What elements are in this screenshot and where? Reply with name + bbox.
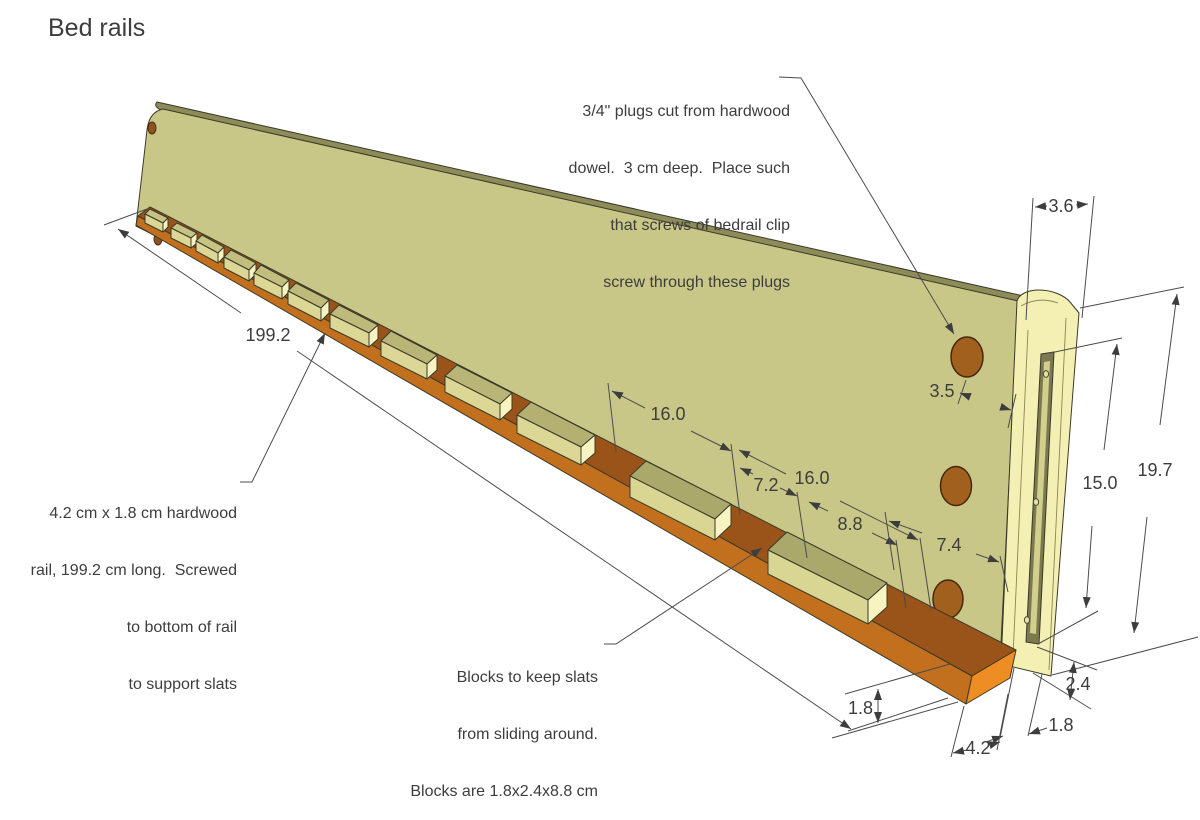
dim-plug-inset: 3.5	[929, 379, 1017, 429]
block	[195, 234, 225, 264]
svg-text:4.2: 4.2	[965, 738, 990, 758]
dim-rail-depth: 4.2	[950, 693, 1009, 758]
rail-annotation-line: to bottom of rail	[126, 619, 237, 636]
dim-block-spacing-b: 16.0	[738, 449, 932, 611]
plugs-annotation-line: that screws of bedrail clip	[610, 217, 790, 234]
page-title: Bed rails	[48, 14, 146, 42]
dim-slot-height: 15.0	[1037, 337, 1123, 645]
clip-slot-bottom	[1030, 361, 1050, 634]
svg-text:2.4: 2.4	[1065, 674, 1090, 694]
slot-screw-hole-middle	[1032, 498, 1040, 506]
svg-text:19.7: 19.7	[1137, 460, 1172, 480]
blocks-annotation-line: Blocks to keep slats	[456, 669, 598, 686]
svg-text:16.0: 16.0	[794, 468, 829, 488]
plug-middle	[939, 465, 973, 507]
svg-text:3.6: 3.6	[1048, 196, 1073, 216]
cap-edge-contour-right	[1048, 317, 1067, 671]
plug-far-top	[147, 121, 157, 135]
svg-text:3.5: 3.5	[929, 381, 954, 401]
rail-annotation: 4.2 cm x 1.8 cm hardwood rail, 199.2 cm …	[17, 466, 237, 713]
dimensions: 3.6 199.2 16.0 16.0 7.2	[103, 195, 1199, 758]
dim-end-offset: 7.4	[884, 511, 1009, 593]
block	[223, 249, 257, 282]
leader-lines	[240, 76, 955, 645]
slot-screw-hole-top	[1042, 370, 1050, 378]
svg-text:15.0: 15.0	[1082, 473, 1117, 493]
rail-annotation-line: rail, 199.2 cm long. Screwed	[30, 562, 237, 579]
plugs-annotation-line: screw through these plugs	[603, 274, 790, 291]
svg-text:7.2: 7.2	[753, 475, 778, 495]
block	[516, 401, 596, 466]
plugs-annotation-line: dowel. 3 cm deep. Place such	[568, 160, 790, 177]
dim-rail-length: 199.2	[103, 208, 959, 739]
cap-edge-contour-left	[1012, 329, 1029, 657]
dim-block-gap: 7.2	[739, 467, 808, 559]
block	[629, 460, 732, 541]
plug-top	[950, 336, 984, 378]
blocks-leader	[604, 547, 763, 645]
rail-leader	[240, 332, 326, 483]
svg-text:16.0: 16.0	[650, 404, 685, 424]
support-rail-end	[965, 649, 1017, 705]
plugs-annotation-line: 3/4" plugs cut from hardwood	[582, 103, 790, 120]
dim-block-spacing-a: 16.0	[607, 382, 741, 516]
blocks-annotation-line: Blocks are 1.8x2.4x8.8 cm	[410, 783, 598, 800]
slat-blocks	[144, 208, 888, 625]
slot-screw-hole-bottom	[1023, 616, 1031, 624]
dim-total-height: 19.7	[1051, 286, 1199, 676]
block	[380, 330, 438, 380]
dim-slot-to-bottom: 2.4	[1032, 646, 1098, 710]
dim-block-length: 8.8	[808, 501, 907, 609]
cap-round-contour	[1020, 299, 1059, 307]
dim-cap-width: 3.6	[1025, 195, 1095, 321]
rail-annotation-line: to support slats	[128, 676, 238, 693]
block	[329, 304, 379, 348]
plugs-leader	[778, 76, 955, 335]
block	[287, 282, 330, 322]
plugs-annotation: 3/4" plugs cut from hardwood dowel. 3 cm…	[490, 64, 790, 311]
blocks-annotation: Blocks to keep slats from sliding around…	[368, 630, 598, 820]
block	[767, 531, 888, 625]
block	[144, 208, 169, 233]
svg-text:1.8: 1.8	[1048, 715, 1073, 735]
blocks-annotation-line: from sliding around.	[457, 726, 598, 743]
rail-annotation-line: 4.2 cm x 1.8 cm hardwood	[49, 505, 237, 522]
block	[444, 364, 513, 421]
dim-rail-height: 1.8	[844, 663, 951, 732]
dim-board-thickness: 1.8	[985, 667, 1074, 744]
svg-text:8.8: 8.8	[837, 514, 862, 534]
svg-text:1.8: 1.8	[848, 698, 873, 718]
svg-text:199.2: 199.2	[245, 325, 290, 345]
block	[253, 264, 290, 300]
svg-text:7.4: 7.4	[936, 535, 961, 555]
